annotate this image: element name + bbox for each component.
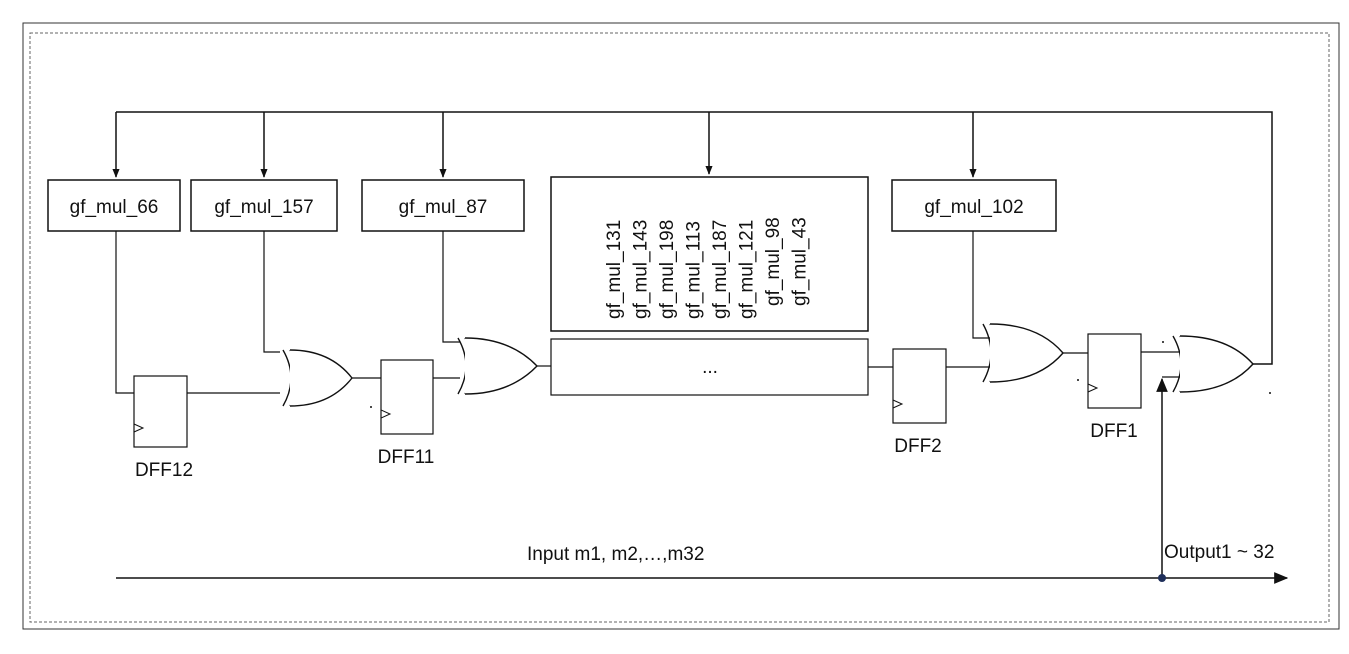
dff2: DFF2: [892, 348, 947, 457]
tap-wires: [115, 231, 990, 394]
dff11: DFF11: [378, 359, 435, 468]
xor-gate-4: [1172, 335, 1254, 393]
gf-mul-group-item: gf_mul_98: [763, 217, 784, 306]
gf-mul-group-item: gf_mul_187: [710, 220, 731, 319]
gf-mul-group-item: gf_mul_198: [657, 220, 678, 319]
xor-gate-1: [282, 349, 353, 407]
gf-mul-157-box: gf_mul_157: [190, 179, 338, 232]
input-label: Input m1, m2,…,m32: [527, 544, 704, 565]
gf-mul-157-label: gf_mul_157: [214, 197, 313, 218]
gf-mul-group-item: gf_mul_143: [631, 220, 652, 319]
dff12-label: DFF12: [135, 460, 193, 481]
dff1: DFF1: [1087, 333, 1142, 442]
gf-mul-87-box: gf_mul_87: [361, 179, 525, 232]
middle-stages-block: ...: [550, 338, 869, 396]
gf-mul-group-item: gf_mul_121: [737, 220, 758, 319]
gf-mul-66-label: gf_mul_66: [70, 197, 159, 218]
xor-gate-3: [982, 323, 1064, 383]
output-label: Output1 ~ 32: [1164, 542, 1274, 563]
gf-mul-87-label: gf_mul_87: [399, 197, 488, 218]
outer-frame: [22, 22, 1340, 630]
middle-ellipsis: ...: [702, 357, 718, 378]
gf-mul-66-box: gf_mul_66: [47, 179, 181, 232]
gf-mul-group-item: gf_mul_43: [790, 217, 811, 306]
dff12: DFF12: [133, 375, 193, 481]
dff1-label: DFF1: [1090, 421, 1138, 442]
xor-gate-2: [457, 337, 538, 395]
dff2-label: DFF2: [894, 436, 942, 457]
gf-mul-102-box: gf_mul_102: [891, 179, 1057, 232]
inner-dashed-frame: [29, 32, 1330, 623]
gf-mul-102-label: gf_mul_102: [924, 197, 1023, 218]
junction-dot: [1158, 574, 1166, 582]
gf-mul-group-item: gf_mul_131: [604, 220, 625, 319]
stray-dots: [370, 341, 1271, 408]
dff11-label: DFF11: [378, 447, 435, 468]
gf-mul-group-item: gf_mul_113: [684, 221, 705, 319]
feedback-bus: [112, 111, 1273, 365]
